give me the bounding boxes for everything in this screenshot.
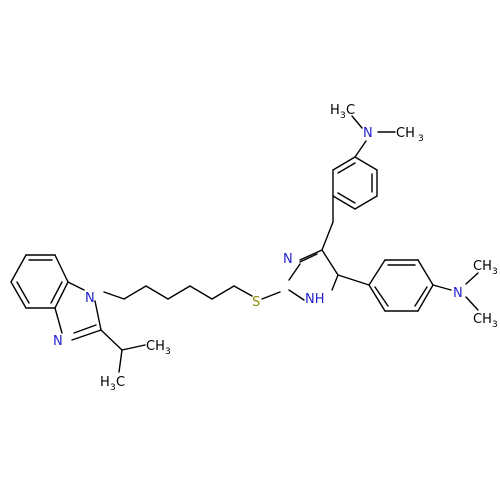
isopropyl-h3c-h: H [100,375,110,390]
methyl-ch3-right-bottom-sub: 3 [492,320,498,330]
isopropyl-ch3: CH [146,339,165,354]
methyl-ch3-right-top-sub: 3 [492,267,498,277]
methyl-h3c-top-c: C [346,103,355,118]
imidazole-nitrogen: N [283,252,293,267]
methyl-ch3-top-right-sub: 3 [418,134,424,144]
sulfur-atom: S [252,295,260,310]
right-nme2-label: N CH 3 CH 3 [453,259,498,330]
imidazole-nh: NH [305,292,325,307]
right-dimethylamino-bonds [432,272,479,311]
upper-nme2-label: H 3 C N CH 3 [330,103,424,144]
upper-phenyl-ring [332,156,378,210]
benzimidazole-n1: N [85,291,95,306]
isopropyl-label: CH 3 H 3 C [100,339,171,393]
methyl-ch3-right-bottom: CH [473,312,492,327]
isopropyl-h3c-c: C [116,375,125,390]
nitrogen-right: N [453,286,463,301]
benzimidazole-ring [10,254,146,373]
upper-dimethylamino-bonds [351,115,396,158]
benzimidazole-n3: N [53,334,63,349]
nitrogen-top: N [363,126,373,141]
methyl-h3c-top-h: H [330,103,340,118]
lower-phenyl-ring [368,259,434,312]
isopropyl-ch3-sub: 3 [165,347,171,357]
methyl-ch3-right-top: CH [473,259,492,274]
methyl-h3c-top-sub: 3 [340,111,346,121]
methyl-ch3-top-right: CH [396,126,415,141]
pentyl-linker [103,285,281,300]
imidazole-ring [288,195,370,301]
isopropyl-h3c-sub: 3 [110,383,116,393]
